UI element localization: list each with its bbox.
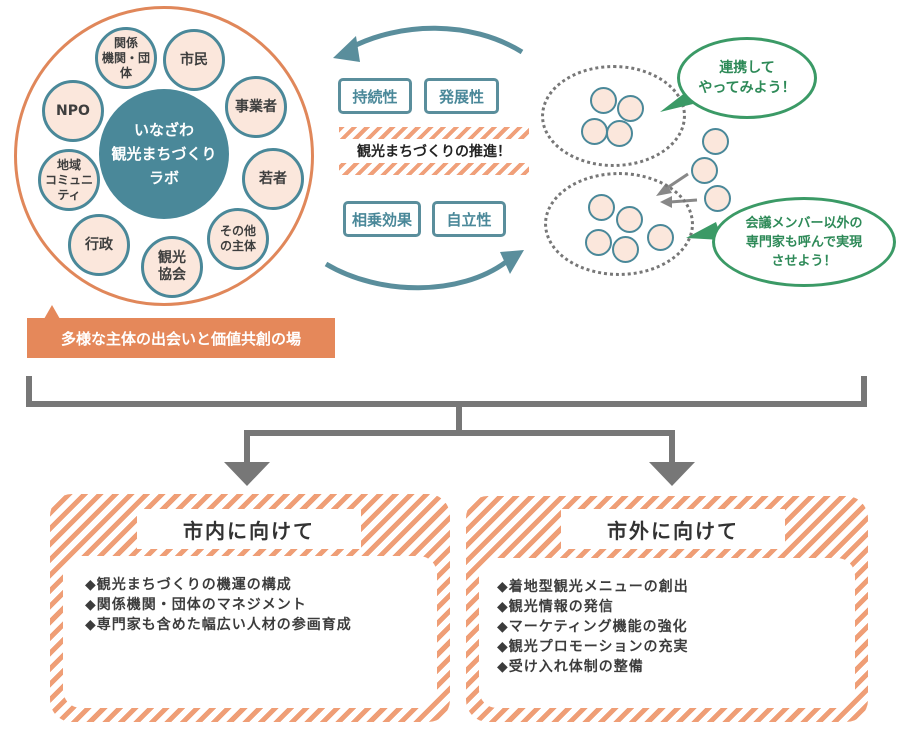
member-npo: NPO: [42, 80, 104, 142]
lab-center-line3: ラボ: [148, 169, 179, 187]
member-sonota: その他 の主体: [207, 208, 269, 270]
member-dot: [585, 229, 612, 256]
pill-jiritsusei: 自立性: [432, 201, 506, 237]
member-dot: [617, 95, 644, 122]
group-upper: [541, 65, 686, 167]
member-dot: [590, 87, 617, 114]
inside-title: 市内に向けて: [137, 509, 361, 549]
member-kankei: 関係 機関・団体: [95, 27, 157, 89]
speech-upper: 連携して やってみよう！: [677, 37, 817, 119]
member-dot: [588, 194, 615, 221]
inside-list: ◆観光まちづくりの機運の構成 ◆関係機関・団体のマネジメント ◆専門家も含めた幅…: [85, 575, 352, 635]
member-chiiki: 地域 コミュニティ: [38, 149, 100, 211]
speech-lower: 会議メンバー以外の 専門家も呼んで実現 させよう！: [712, 197, 896, 287]
cycle-arrow-top: [348, 25, 524, 55]
member-kanko: 観光 協会: [141, 236, 203, 298]
outside-item: ◆マーケティング機能の強化: [497, 619, 688, 635]
member-gyosei: 行政: [68, 214, 130, 276]
inside-item: ◆関係機関・団体のマネジメント: [85, 597, 307, 613]
member-dot: [691, 157, 718, 184]
outside-box-content: [479, 558, 855, 708]
member-dot: [616, 206, 643, 233]
member-wakamono: 若者: [242, 148, 304, 210]
lab-center-line1: いなざわ: [133, 121, 194, 139]
inside-item: ◆観光まちづくりの機運の構成: [85, 577, 292, 593]
member-dot: [704, 185, 731, 212]
group-lower: [544, 172, 694, 276]
lab-banner: 多様な主体の出会いと価値共創の場: [27, 318, 335, 358]
outside-item: ◆着地型観光メニューの創出: [497, 579, 689, 595]
member-dot: [612, 236, 639, 263]
pill-sojokoka: 相乗効果: [343, 201, 421, 237]
outside-item: ◆観光プロモーションの充実: [497, 639, 689, 655]
cycle-arrowhead-top: [333, 36, 360, 62]
pill-hattensei: 発展性: [424, 78, 499, 114]
inside-box-content: [63, 556, 437, 708]
member-jigyosha: 事業者: [225, 76, 287, 138]
lab-center: いなざわ 観光まちづくり ラボ: [99, 89, 229, 219]
connector-arrow-right: [649, 462, 695, 486]
outside-item: ◆観光情報の発信: [497, 599, 614, 615]
outside-list: ◆着地型観光メニューの創出 ◆観光情報の発信 ◆マーケティング機能の強化 ◆観光…: [497, 577, 689, 677]
outside-title: 市外に向けて: [561, 509, 785, 549]
connector-arrow-left: [224, 462, 270, 486]
inside-item: ◆専門家も含めた幅広い人材の参画育成: [85, 617, 352, 633]
pill-jizokusei: 持続性: [338, 78, 412, 114]
connector-branch: [244, 430, 675, 464]
member-shimin: 市民: [163, 29, 225, 91]
cycle-arrowhead-bottom: [500, 250, 524, 274]
member-dot: [606, 120, 633, 147]
outside-item: ◆受け入れ体制の整備: [497, 659, 644, 675]
promotion-text: 観光まちづくりの推進！: [339, 139, 529, 163]
banner-pointer: [44, 305, 60, 319]
lab-center-line2: 観光まちづくり: [111, 145, 217, 163]
cycle-arrow-bottom: [324, 259, 508, 291]
member-dot: [702, 128, 729, 155]
connector-bracket: [26, 376, 867, 407]
member-dot: [647, 224, 674, 251]
